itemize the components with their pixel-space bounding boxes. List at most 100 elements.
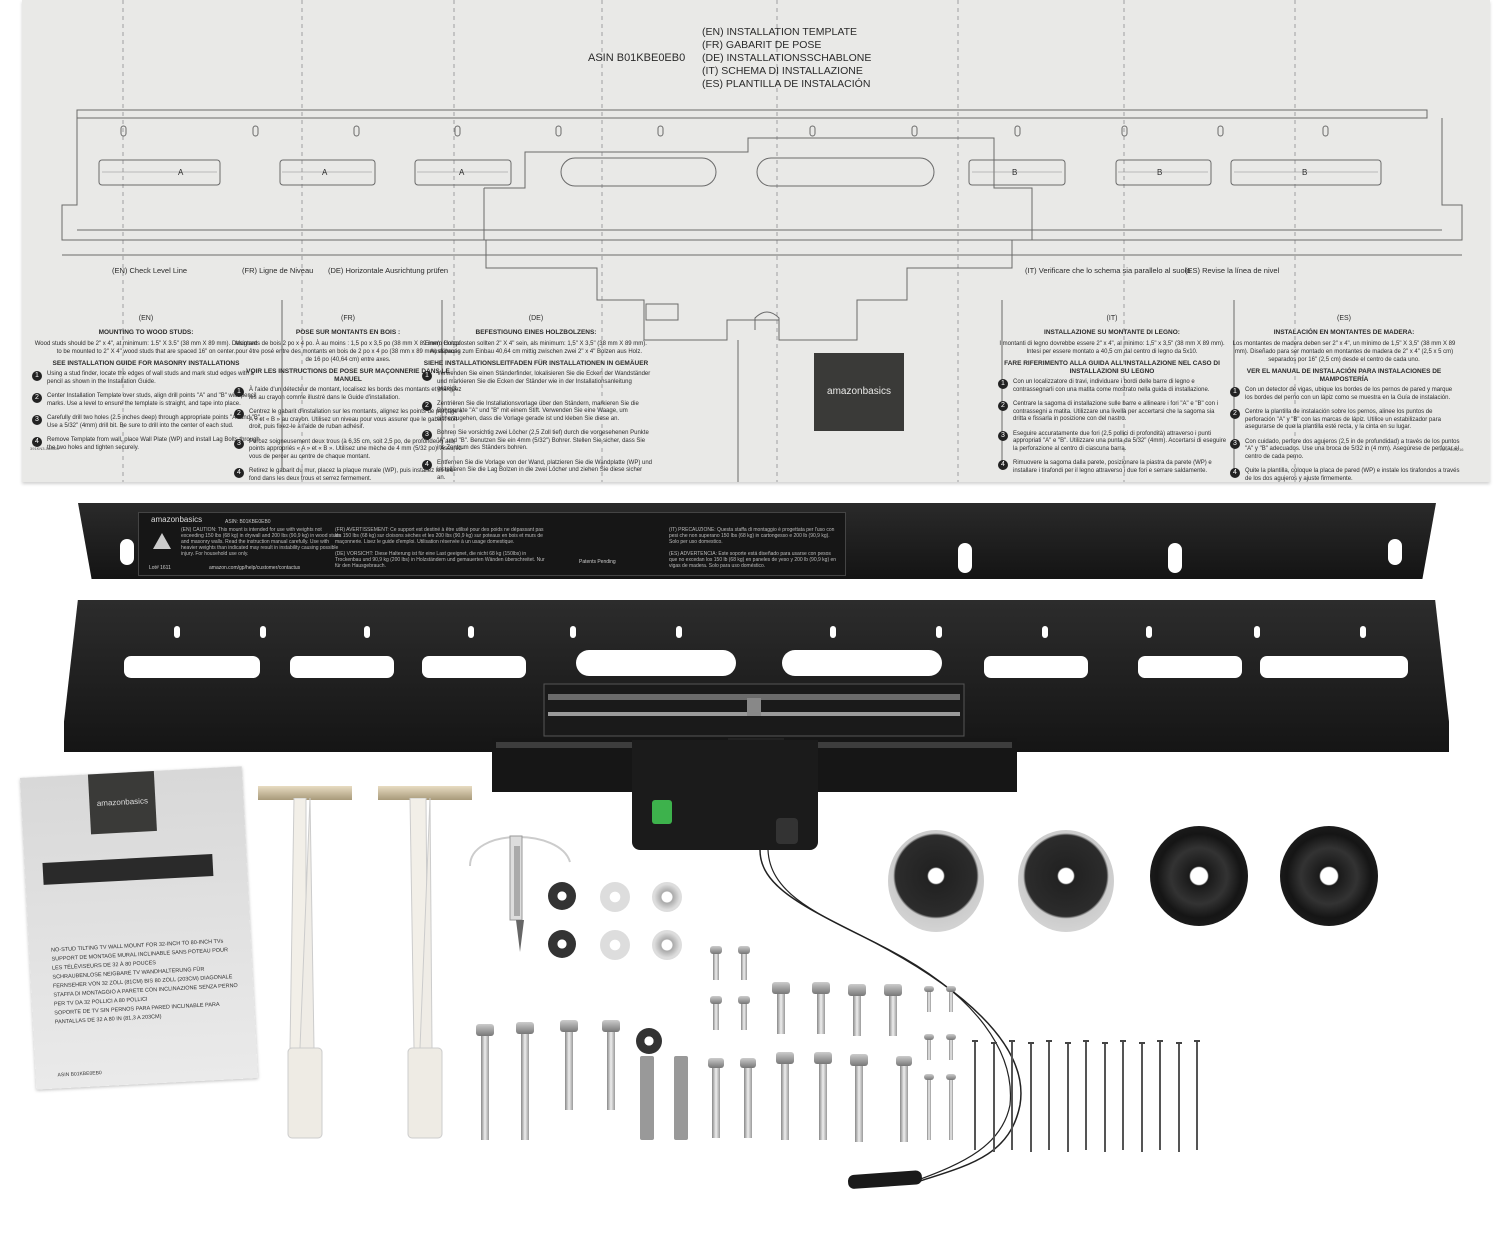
nail-head: [972, 1040, 978, 1042]
nail: [1048, 1042, 1050, 1150]
level-line-label-fr: (FR) Ligne de Niveau: [242, 266, 314, 275]
spacer: [888, 830, 984, 932]
step-text: Retirez le gabarit du mur, placez la pla…: [249, 468, 456, 482]
spacer: [1150, 826, 1248, 926]
wall-anchor: [674, 1056, 688, 1140]
machine-screw-head: [772, 982, 790, 994]
instructions-code: (FR): [341, 315, 355, 322]
step-number-icon: 1: [234, 387, 244, 397]
instruction-step: 3 Eseguire accuratamente due fori (2,5 po…: [998, 430, 1228, 454]
machine-screw: [713, 1004, 719, 1030]
machine-screw-head: [848, 984, 866, 996]
instructions-en: (EN) MOUNTING TO WOOD STUDS: Wood studs …: [32, 315, 262, 459]
rubber-washer: [548, 930, 576, 958]
step-text: Zentrieren Sie die Installationsvorlage …: [437, 400, 639, 422]
small-screw: [949, 992, 953, 1012]
toggle-anchor-bar: [258, 786, 352, 800]
nail: [1011, 1042, 1013, 1150]
small-screw-head: [924, 986, 934, 992]
metal-washer: [652, 930, 682, 960]
machine-screw: [817, 994, 825, 1034]
step-number-icon: 2: [1230, 409, 1240, 419]
step-number-icon: 3: [1230, 438, 1240, 449]
instructions-sub: Los montantes de madera deben ser 2" x 4…: [1232, 341, 1456, 363]
bubble-level-icon: [652, 800, 672, 824]
plate-slot: [290, 656, 394, 678]
plate-slot: [468, 626, 474, 638]
step-text: Remove Template from wall, place Wall Pl…: [47, 437, 260, 451]
nail: [1085, 1042, 1087, 1150]
small-screw: [927, 1080, 931, 1140]
template-title-fr: (FR) GABARIT DE POSE: [702, 39, 822, 51]
machine-screw: [900, 1066, 908, 1142]
machine-screw: [713, 954, 719, 980]
rubber-washer: [636, 1028, 662, 1054]
machine-screw-head: [738, 946, 750, 954]
nail: [1029, 1044, 1032, 1152]
label-patents: Patents Pending: [579, 559, 616, 565]
machine-screw: [819, 1064, 827, 1140]
machine-screw-head: [710, 996, 722, 1004]
nail: [1177, 1044, 1180, 1152]
step-text: Eseguire accuratamente due fori (2,5 pol…: [1013, 430, 1227, 452]
label-caution-de: (DE) VORSICHT: Diese Halterung ist für e…: [335, 551, 545, 569]
step-text: Verwenden Sie einen Ständerfinder, lokal…: [437, 371, 651, 392]
nail: [1066, 1044, 1069, 1152]
step-number-icon: 4: [422, 459, 432, 470]
toggle-anchor-straps: [287, 798, 443, 1139]
template-asin: ASIN B01KBE0EB0: [588, 52, 686, 64]
step-text: Bohren Sie vorsichtig zwei Löcher (2,5 Z…: [437, 430, 649, 451]
small-screw: [927, 1040, 931, 1060]
nail: [1122, 1042, 1124, 1150]
instructions-sub: I montanti di legno dovrebbe essere 2" x…: [999, 341, 1225, 355]
machine-screw: [777, 994, 785, 1034]
template-title-en: (EN) INSTALLATION TEMPLATE: [702, 26, 857, 38]
step-text: Centre la plantilla de instalación sobre…: [1245, 409, 1441, 430]
machine-screw: [855, 1066, 863, 1142]
step-number-icon: 2: [422, 400, 432, 411]
manual-cover-image: [42, 854, 214, 885]
plate-slot: [422, 656, 526, 678]
instructions-heading: INSTALLAZIONE SU MONTANTE DI LEGNO:: [1044, 329, 1180, 336]
lag-bolt: [565, 1032, 573, 1110]
step-number-icon: 4: [998, 460, 1008, 470]
step-text: Centrez le gabarit d'installation sur le…: [249, 409, 463, 430]
plate-slot: [570, 626, 576, 638]
template-outline-drawing: [61, 0, 1463, 482]
step-number-icon: 4: [1230, 468, 1240, 478]
machine-screw-head: [738, 996, 750, 1004]
machine-screw: [889, 996, 897, 1036]
step-number-icon: 3: [998, 430, 1008, 441]
level-line-label-de: (DE) Horizontale Ausrichtung prüfen: [328, 266, 449, 275]
rail-warning-label: amazonbasics ASIN: B01KBE0EB0 (EN) CAUTI…: [138, 512, 846, 576]
template-rev-code: REV. 090216: [1440, 447, 1464, 452]
plate-slot: [936, 626, 942, 638]
label-caution-it: (IT) PRECAUZIONE: Questa staffa di monta…: [669, 527, 835, 545]
amazonbasics-logo: amazonbasics: [814, 353, 904, 431]
template-title-it: (IT) SCHEMA DI INSTALLAZIONE: [702, 65, 863, 77]
nail: [1159, 1042, 1161, 1150]
machine-screw-head: [884, 984, 902, 996]
lag-bolt: [521, 1034, 529, 1140]
machine-screw-head: [708, 1058, 724, 1068]
label-caution-fr: (FR) AVERTISSEMENT: Ce support est desti…: [335, 527, 544, 545]
plate-slot: [1042, 626, 1048, 638]
step-number-icon: 3: [32, 415, 42, 425]
metal-washer: [652, 882, 682, 912]
plate-slot: [782, 650, 942, 676]
step-number-icon: 2: [234, 409, 244, 419]
lag-bolt: [607, 1032, 615, 1110]
plate-slot: [364, 626, 370, 638]
release-cord: [759, 849, 1022, 1189]
nail-head: [1064, 1042, 1071, 1044]
